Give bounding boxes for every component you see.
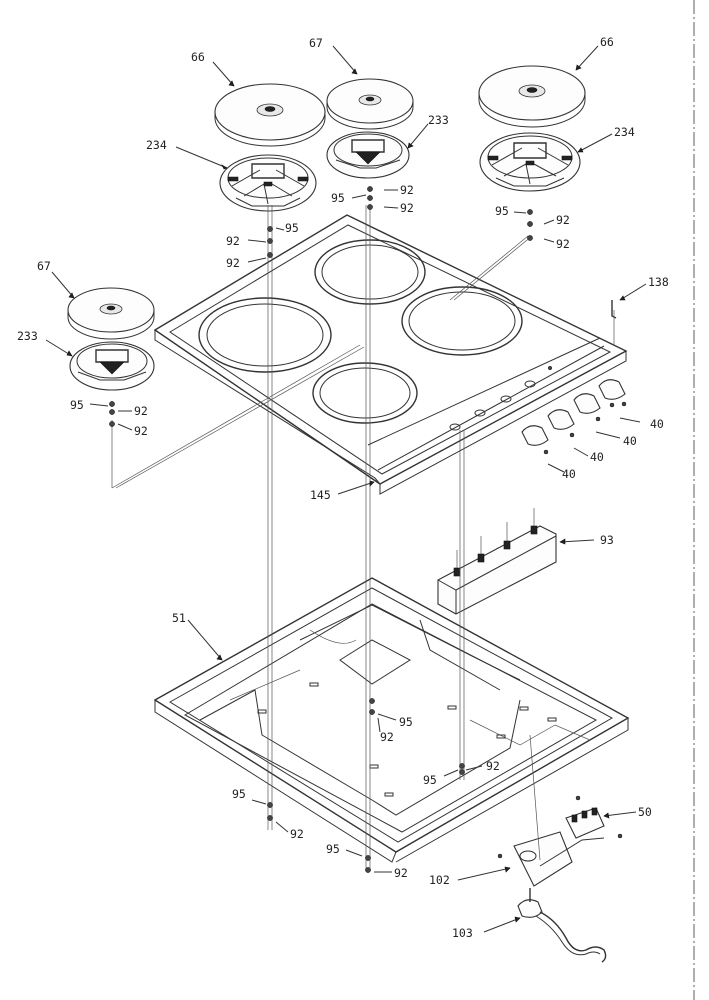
terminal-block-93	[437, 508, 557, 615]
hotplate-67-left	[67, 287, 155, 340]
label-40-b: 40	[623, 434, 637, 448]
part-labels: 66 67 66 234 233 234 67 233 138 145 40 4…	[17, 35, 669, 940]
label-95-e: 95	[399, 715, 413, 729]
label-92-l: 92	[394, 866, 408, 880]
label-95-c: 95	[495, 204, 509, 218]
label-95-f: 95	[423, 773, 437, 787]
label-102: 102	[429, 873, 450, 887]
label-66-right: 66	[600, 35, 614, 49]
support-ring-234-right	[479, 132, 581, 192]
label-95-b: 95	[331, 191, 345, 205]
label-92-h: 92	[134, 424, 148, 438]
label-67-mid: 67	[309, 36, 323, 50]
assembly-lines	[111, 205, 541, 870]
label-95-a: 95	[285, 221, 299, 235]
hotplate-67-mid	[326, 78, 414, 130]
label-234-left: 234	[146, 138, 167, 152]
fasteners	[109, 186, 615, 873]
hob-top-145	[153, 214, 628, 495]
control-indicators	[449, 365, 553, 431]
hotplate-66-left	[214, 83, 326, 147]
label-95-g: 95	[232, 787, 246, 801]
label-95-h: 95	[326, 842, 340, 856]
label-51: 51	[172, 611, 186, 625]
part-138-clip	[611, 300, 617, 345]
label-40-c: 40	[590, 450, 604, 464]
label-92-i: 92	[380, 730, 394, 744]
label-92-a: 92	[226, 234, 240, 248]
hotplate-66-right	[478, 65, 586, 128]
cooking-zone-right	[401, 286, 523, 356]
label-50: 50	[638, 805, 652, 819]
label-92-c: 92	[400, 183, 414, 197]
label-92-d: 92	[400, 201, 414, 215]
leader-lines	[45, 45, 647, 933]
label-103: 103	[452, 926, 473, 940]
label-234-right: 234	[614, 125, 635, 139]
label-67-left: 67	[37, 259, 51, 273]
bracket-102	[497, 831, 605, 887]
support-ring-234-left	[219, 154, 317, 212]
cooking-zone-front	[312, 362, 418, 424]
label-92-e: 92	[556, 213, 570, 227]
label-92-b: 92	[226, 256, 240, 270]
support-ring-233-left	[69, 341, 155, 391]
label-92-k: 92	[290, 827, 304, 841]
label-66-left: 66	[191, 50, 205, 64]
label-92-g: 92	[134, 404, 148, 418]
label-138: 138	[648, 275, 669, 289]
label-233-mid: 233	[428, 113, 449, 127]
cooking-zone-left	[198, 297, 332, 373]
label-145: 145	[310, 488, 331, 502]
label-93: 93	[600, 533, 614, 547]
bottom-tray-51	[153, 577, 630, 863]
label-40-a: 40	[650, 417, 664, 431]
label-95-d: 95	[70, 398, 84, 412]
mains-cable-103	[517, 888, 607, 963]
label-92-f: 92	[556, 237, 570, 251]
support-ring-233-mid	[326, 131, 410, 179]
label-233-left: 233	[17, 329, 38, 343]
label-92-j: 92	[486, 759, 500, 773]
label-40-d: 40	[562, 467, 576, 481]
knobs-40	[521, 379, 627, 455]
connector-block-50	[565, 795, 623, 839]
